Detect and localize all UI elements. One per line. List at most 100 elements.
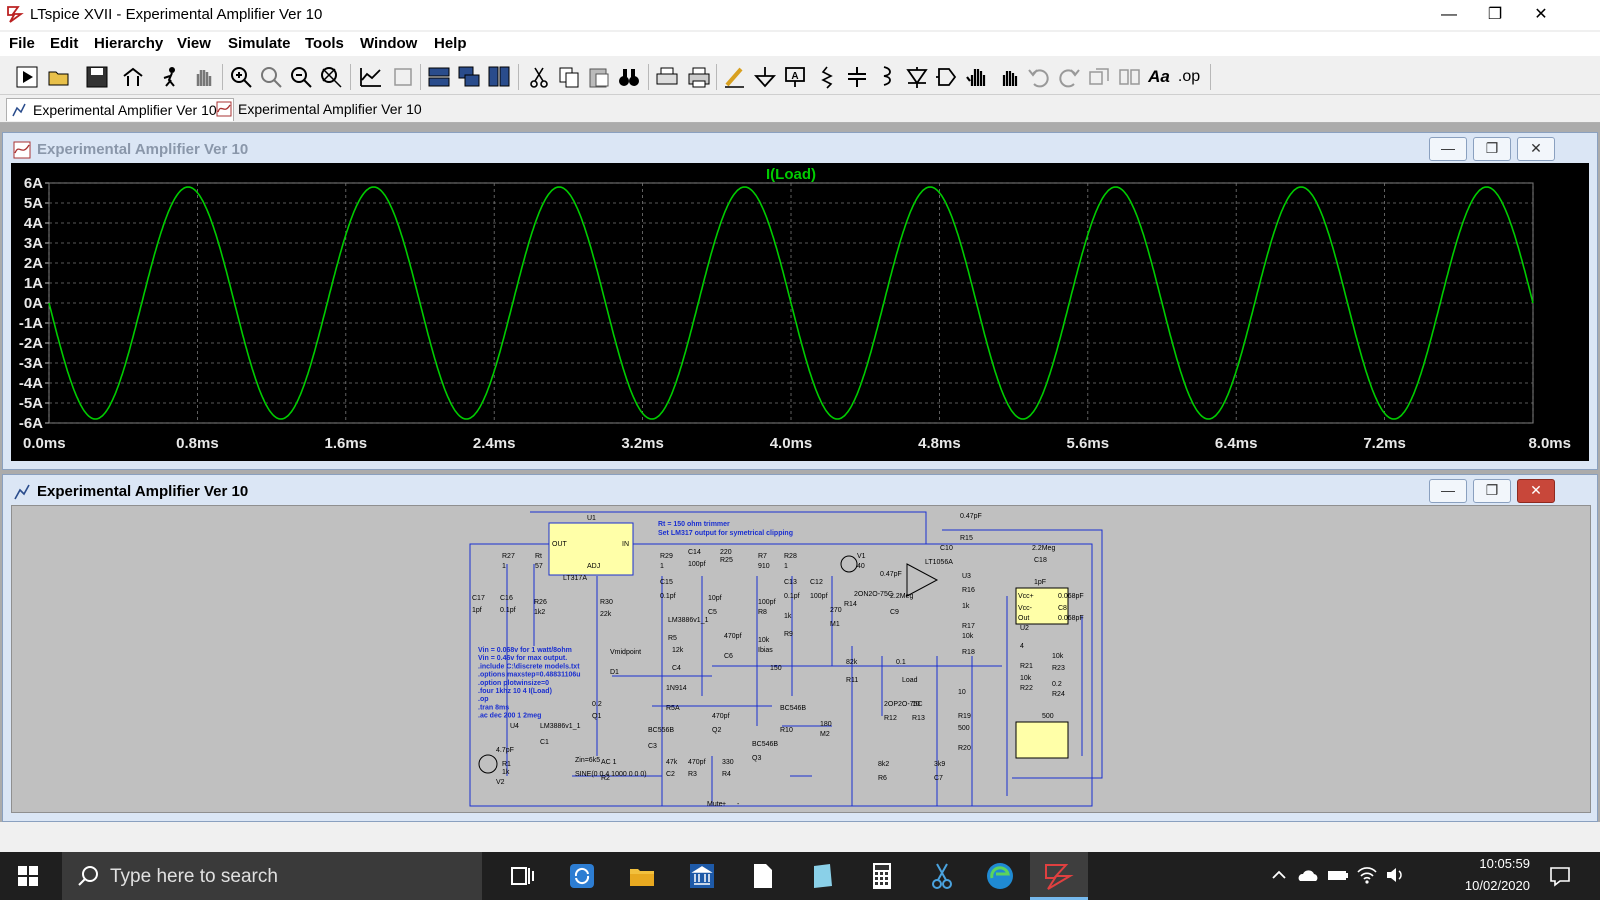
redo-icon[interactable]: [1056, 64, 1082, 90]
draw-wire-icon[interactable]: [722, 64, 748, 90]
schematic-part-label[interactable]: R21: [1020, 663, 1033, 670]
schematic-part-label[interactable]: 1k: [502, 769, 510, 776]
schematic-part-label[interactable]: 1k2: [534, 609, 545, 616]
schematic-part-label[interactable]: 10: [958, 689, 966, 696]
schematic-part-label[interactable]: 330: [722, 759, 734, 766]
schematic-part-label[interactable]: 0.2: [1052, 681, 1062, 688]
component-icon[interactable]: [934, 64, 960, 90]
schematic-part-label[interactable]: -: [737, 801, 740, 808]
schematic-part-label[interactable]: 1pf: [472, 607, 482, 614]
clock-date[interactable]: 10/02/2020: [1464, 878, 1530, 893]
spice-directive-text[interactable]: .op: [478, 696, 489, 703]
schematic-part-label[interactable]: 2OP2O-75C: [884, 701, 923, 708]
schematic-part-label[interactable]: C16: [500, 595, 513, 602]
schematic-part-label[interactable]: Mute: [707, 801, 723, 808]
schematic-part-label[interactable]: LM3886v1_1: [668, 617, 709, 624]
save-icon[interactable]: [84, 64, 110, 90]
spice-directive-text[interactable]: Vin = 0.068v for 1 watt/8ohm: [478, 647, 572, 654]
schematic-part-label[interactable]: 470pf: [712, 713, 730, 720]
minimize-button[interactable]: —: [1441, 6, 1457, 23]
schematic-part-label[interactable]: C18: [1034, 557, 1047, 564]
zoom-rect-icon[interactable]: [258, 64, 284, 90]
schematic-part-label[interactable]: 0.068pF: [1058, 593, 1084, 600]
schematic-part-label[interactable]: 10k: [758, 637, 770, 644]
schematic-part-label[interactable]: C4: [672, 665, 681, 672]
control-panel-icon[interactable]: [120, 64, 146, 90]
ground-icon[interactable]: [752, 64, 778, 90]
waveform-close-button[interactable]: ✕: [1517, 137, 1555, 161]
schematic-part-label[interactable]: C1: [540, 739, 549, 746]
schematic-part-label[interactable]: C12: [810, 579, 823, 586]
print-setup-icon[interactable]: [654, 64, 680, 90]
undo-icon[interactable]: [1026, 64, 1052, 90]
schematic-part-label[interactable]: 57: [535, 563, 543, 570]
tab-waveform[interactable]: Experimental Amplifier Ver 10: [212, 98, 448, 120]
schematic-part-label[interactable]: R11: [846, 677, 858, 684]
schematic-part-label[interactable]: +: [722, 801, 726, 808]
schematic-part-label[interactable]: 0.2: [592, 701, 602, 708]
spice-directive-text[interactable]: .tran 8ms: [478, 704, 509, 711]
schematic-part-label[interactable]: D1: [610, 669, 619, 676]
menu-window[interactable]: Window: [360, 35, 418, 52]
notepad-icon[interactable]: [806, 860, 838, 892]
notification-icon[interactable]: [1548, 864, 1572, 888]
schematic-part-label[interactable]: R15: [960, 535, 973, 542]
schematic-part-label[interactable]: Vcc-: [1018, 605, 1033, 612]
schematic-trim-note[interactable]: Rt = 150 ohm trimmer: [658, 521, 730, 528]
schematic-part-label[interactable]: U1: [587, 515, 596, 522]
schematic-part-label[interactable]: 10pf: [708, 595, 722, 602]
schematic-part-label[interactable]: 100pf: [810, 593, 828, 600]
schematic-part-label[interactable]: R30: [600, 599, 613, 606]
schematic-part-label[interactable]: C5: [708, 609, 717, 616]
spice-directive-icon[interactable]: .op: [1177, 68, 1201, 85]
tile-vertical-icon[interactable]: [486, 64, 512, 90]
schematic-part-label[interactable]: C8: [1058, 605, 1067, 612]
schematic-part-label[interactable]: LM3886v1_1: [540, 723, 581, 730]
schematic-part-label[interactable]: Q3: [752, 755, 761, 762]
schematic-part-label[interactable]: 12k: [672, 647, 684, 654]
waveform-minimize-button[interactable]: —: [1429, 137, 1467, 161]
schematic-part-label[interactable]: C13: [784, 579, 797, 586]
schematic-part-label[interactable]: 4: [1020, 643, 1024, 650]
spice-directive-text[interactable]: Vin = 0.46v for max output.: [478, 655, 567, 662]
schematic-part-label[interactable]: 2.2Meg: [1032, 545, 1055, 552]
schematic-part-label[interactable]: R22: [1020, 685, 1033, 692]
schematic-part-label[interactable]: AC 1: [601, 759, 617, 766]
schematic-part-label[interactable]: 0.1: [896, 659, 906, 666]
schematic-part-label[interactable]: C17: [472, 595, 485, 602]
schematic-part-label[interactable]: C9: [890, 609, 899, 616]
schematic-part-label[interactable]: 10: [912, 701, 920, 708]
mirror-icon[interactable]: [1116, 64, 1142, 90]
clear-icon[interactable]: [390, 64, 416, 90]
schematic-part-label[interactable]: 0.1pf: [784, 593, 800, 600]
tile-cascade-icon[interactable]: [456, 64, 482, 90]
schematic-part-label[interactable]: 100pf: [758, 599, 776, 606]
schematic-part-label[interactable]: BC546B: [780, 705, 806, 712]
schematic-part-label[interactable]: R16: [962, 587, 975, 594]
schematic-part-label[interactable]: R1: [502, 761, 511, 768]
bank-icon[interactable]: [686, 860, 718, 892]
schematic-part-label[interactable]: C7: [934, 775, 943, 782]
schematic-part-label[interactable]: 10k: [1020, 675, 1032, 682]
schematic-part-label[interactable]: 2.2Meg: [890, 593, 913, 600]
schematic-part-label[interactable]: Q1: [592, 713, 601, 720]
schematic-part-label[interactable]: R12: [884, 715, 897, 722]
schematic-part-label[interactable]: Ibias: [758, 647, 773, 654]
spice-directive-text[interactable]: .option plotwinsize=0: [478, 680, 549, 687]
move-icon[interactable]: [964, 64, 990, 90]
run-icon[interactable]: [14, 64, 40, 90]
schematic-part-label[interactable]: Zin=6k5: [575, 757, 600, 764]
schematic-part-label[interactable]: R19: [958, 713, 971, 720]
schematic-part-label[interactable]: C2: [666, 771, 675, 778]
schematic-part-label[interactable]: 1k: [784, 613, 792, 620]
print-icon[interactable]: [686, 64, 712, 90]
schematic-part-label[interactable]: 10k: [1052, 653, 1064, 660]
rotate-icon[interactable]: [1086, 64, 1112, 90]
maximize-button[interactable]: ❐: [1487, 6, 1503, 23]
text-icon[interactable]: Aa: [1148, 67, 1170, 86]
schematic-part-label[interactable]: SINE(0 0.4 1000 0 0 0): [575, 771, 647, 778]
menu-file[interactable]: File: [9, 35, 35, 52]
schematic-part-label[interactable]: U4: [510, 723, 519, 730]
schematic-part-label[interactable]: C14: [688, 549, 701, 556]
